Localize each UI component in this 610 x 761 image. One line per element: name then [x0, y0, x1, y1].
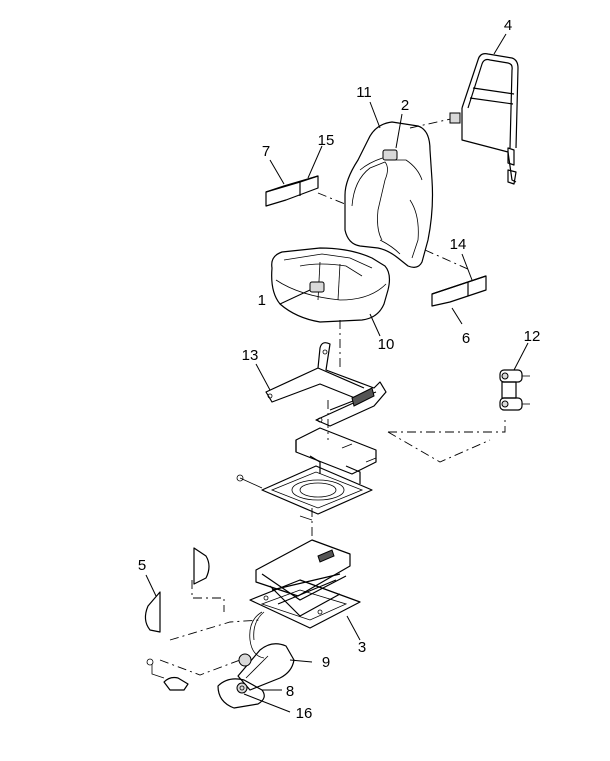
callout-4: 4 [504, 17, 512, 34]
part-5-side-cover [144, 591, 161, 633]
part-12-shock-absorbers [499, 369, 530, 411]
small-cable-end [146, 658, 189, 691]
part-4-backrest-frame [449, 53, 519, 185]
callout-8: 8 [286, 683, 294, 700]
part-13-slide-frame [265, 342, 387, 427]
part-3-suspension-base [249, 539, 361, 629]
callout-5: 5 [138, 557, 146, 574]
callout-2: 2 [401, 97, 409, 114]
part-7-left-armrest [265, 175, 319, 207]
callout-11: 11 [356, 84, 372, 101]
part-2-knob [382, 149, 398, 161]
assembly-dash-lines [159, 117, 506, 676]
callout-10: 10 [378, 336, 395, 353]
swivel-plate [236, 465, 373, 521]
part-10-seat-cushion [271, 247, 391, 323]
callout-14: 14 [450, 236, 467, 253]
part-11-backrest-cushion [344, 121, 434, 268]
side-cover-upper [193, 547, 210, 585]
callout-9: 9 [322, 654, 330, 671]
callout-13: 13 [242, 347, 259, 364]
callout-6: 6 [462, 330, 470, 347]
callout-1: 1 [258, 292, 266, 309]
part-6-right-armrest [431, 275, 487, 307]
callout-3: 3 [358, 639, 366, 656]
callout-16: 16 [296, 705, 313, 722]
part-8-16-lever-assembly [217, 678, 265, 709]
callout-12: 12 [524, 328, 541, 345]
control-cable [249, 611, 265, 659]
mounting-bracket [295, 427, 377, 484]
part-1-handle [309, 281, 325, 293]
callout-7: 7 [262, 143, 270, 160]
leader-lines [145, 33, 529, 713]
callout-15: 15 [318, 132, 335, 149]
callout-labels: 1 2 3 4 5 6 7 8 9 10 11 12 13 14 15 16 [138, 17, 541, 722]
